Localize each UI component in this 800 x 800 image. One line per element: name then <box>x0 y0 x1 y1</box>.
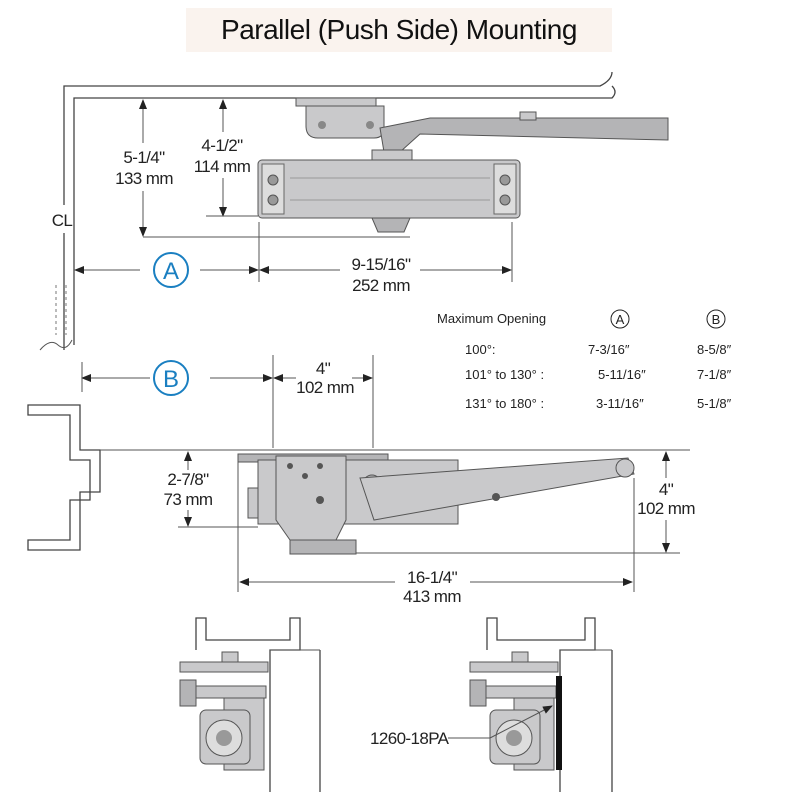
row-a: 5-11/16″ <box>598 367 646 382</box>
max-opening-table: Maximum Opening A B 100°: 7-3/16″ 8-5/8″… <box>437 309 732 411</box>
row-opening: 101° to 130° : <box>465 367 544 382</box>
table-row: 100°: 7-3/16″ 8-5/8″ <box>465 342 732 357</box>
table-header: Maximum Opening <box>437 311 546 326</box>
dim-9-15-16-in: 9-15/16" <box>352 255 411 274</box>
row-a: 3-11/16″ <box>596 396 644 411</box>
dim-4-right-in: 4" <box>659 480 674 499</box>
door-frame-outline <box>63 71 613 350</box>
detail-view-right: 1260-18PA <box>370 617 613 792</box>
row-a: 7-3/16″ <box>588 342 630 357</box>
door-outline <box>73 85 616 345</box>
bracket-label: 1260-18PA <box>370 729 450 748</box>
row-b: 7-1/8″ <box>697 367 732 382</box>
mounting-plate <box>275 455 347 541</box>
bracket-plate <box>556 676 562 770</box>
dim-4-in: 4" <box>316 359 331 378</box>
dim-4-1-2-mm: 114 mm <box>194 157 251 176</box>
closer-body <box>257 159 521 219</box>
row-opening: 100°: <box>465 342 496 357</box>
table-col-b: B <box>712 312 721 327</box>
centerline-symbol: CL <box>52 211 73 230</box>
row-opening: 131° to 180° : <box>465 396 544 411</box>
title-banner: Parallel (Push Side) Mounting <box>186 8 612 52</box>
dim-16-1-4-mm: 413 mm <box>403 587 461 606</box>
dim-2-7-8-mm: 73 mm <box>164 490 213 509</box>
detail-view-left <box>179 617 321 792</box>
dim-5-1-4-mm: 133 mm <box>115 169 173 188</box>
page-title: Parallel (Push Side) Mounting <box>221 14 577 45</box>
dim-2-7-8-in: 2-7/8" <box>167 470 209 489</box>
dim-5-1-4-in: 5-1/4" <box>123 148 165 167</box>
table-col-a: A <box>616 312 625 327</box>
dim-16-1-4-in: 16-1/4" <box>407 568 458 587</box>
callout-a: A <box>163 258 179 285</box>
dim-9-15-16-mm: 252 mm <box>352 276 410 295</box>
row-b: 5-1/8″ <box>697 396 732 411</box>
callout-b-circle <box>153 360 189 396</box>
arm-shoe <box>295 97 377 107</box>
frame-profile <box>27 404 101 551</box>
dim-4-right-mm: 102 mm <box>637 499 695 518</box>
callout-a-circle <box>153 252 189 288</box>
dim-4-mm: 102 mm <box>296 378 354 397</box>
side-view: B 4" 102 mm 2-7/8" 73 mm 4" 102 mm 16-1/… <box>27 355 696 606</box>
side-arm <box>359 457 635 521</box>
arm <box>379 117 669 153</box>
top-view: 5-1/4" 133 mm 4-1/2" 114 mm 9-15/16" 252… <box>39 71 669 351</box>
table-row: 101° to 130° : 5-11/16″ 7-1/8″ <box>465 367 732 382</box>
callout-b: B <box>163 366 179 393</box>
table-row: 131° to 180° : 3-11/16″ 5-1/8″ <box>465 396 732 411</box>
dim-4-1-2-in: 4-1/2" <box>201 136 243 155</box>
row-b: 8-5/8″ <box>697 342 732 357</box>
